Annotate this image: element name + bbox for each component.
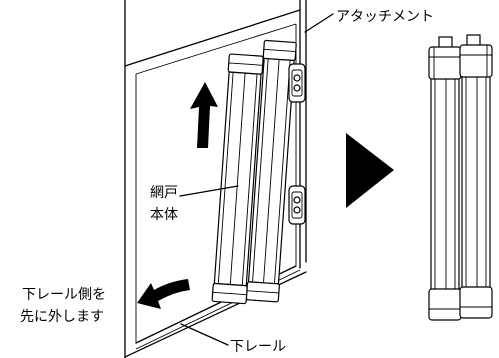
right-column [461,75,491,289]
right-triangle-icon [346,133,394,208]
attachment-lower [288,185,306,225]
left-stile-line [229,73,246,285]
attachment-inner [291,191,303,219]
screen-body-tilted [211,39,297,305]
attachment-body [288,185,306,225]
curved-left-arrow-icon [137,279,190,309]
right-stile-top-cap-line [263,48,296,52]
screen-body-leader-line [179,185,239,197]
attachment-upper [288,63,306,103]
attachment-label: アタッチメント [336,9,434,25]
left-bottom-cap [428,288,462,321]
left-stile-bottom-cap-line [212,291,247,296]
right-stile-line [252,58,269,283]
left-stile-top-cap-line [228,62,263,66]
attachment-screw [293,206,301,214]
frame-top-outer-edge [124,9,301,67]
right-bottom-cap [459,286,493,319]
top-notch-left [438,36,453,49]
instruction-label-line1: 下レール側を [22,287,106,303]
instruction-label-line2: 先に外します [20,309,104,325]
up-arrow-icon [190,82,218,148]
lower-rail-label: 下レール [230,339,286,355]
left-stile-line [241,73,258,286]
screen-body-label-line2: 本体 [150,207,178,223]
screen-body-label-line1: 網戸 [150,185,178,201]
attachment-screw [293,84,301,92]
right-stile-bottom-cap-line [246,290,279,294]
right-stile-line [274,60,291,284]
frame-top-inner-edge [135,23,297,75]
right-top-cap [459,44,493,78]
attachment-screw [293,196,301,204]
top-notch-right [466,34,481,47]
attachment-leader-line [304,13,334,33]
screen-body-removed [428,34,493,321]
attachment-inner [291,69,303,97]
attachment-body [288,63,306,103]
right-stile-line [263,59,280,283]
lower-rail-leader-line [180,323,229,346]
attachment-screw [293,74,301,82]
left-stile-line [217,72,234,284]
